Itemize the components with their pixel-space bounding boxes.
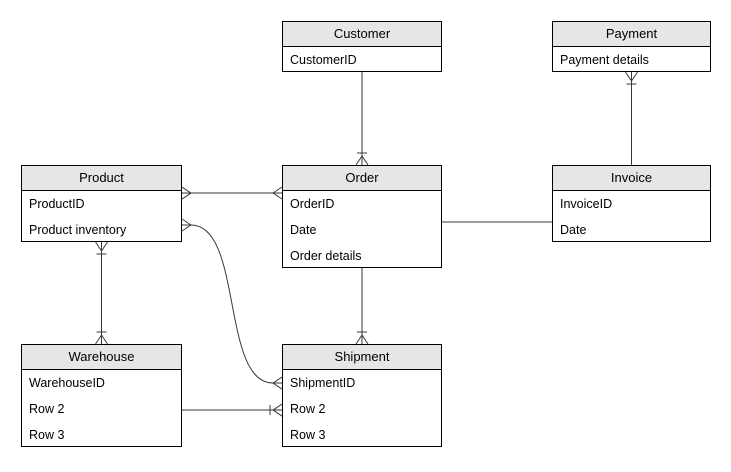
entity-row-order-2[interactable]: Order details [290,249,362,263]
entity-title-payment[interactable]: Payment [553,22,710,47]
edge-invoice-payment[interactable] [625,71,638,165]
entity-row-shipment-1[interactable]: Row 2 [290,402,326,416]
entity-row-shipment-2[interactable]: Row 3 [290,428,326,442]
entity-title-shipment[interactable]: Shipment [283,345,441,370]
entity-row-warehouse-1[interactable]: Row 2 [29,402,65,416]
edge-customer-order[interactable] [355,72,369,166]
edge-order-shipment[interactable] [355,268,369,345]
entity-title-warehouse[interactable]: Warehouse [22,345,181,370]
entity-row-customer-0[interactable]: CustomerID [290,53,357,67]
entity-row-warehouse-0[interactable]: WarehouseID [29,376,105,390]
edge-product-warehouse[interactable] [95,241,108,345]
entity-row-order-1[interactable]: Date [290,223,317,237]
edge-product-shipment[interactable] [181,218,283,390]
entity-row-payment-0[interactable]: Payment details [560,53,649,67]
entity-row-product-0[interactable]: ProductID [29,197,85,211]
entity-row-product-1[interactable]: Product inventory [29,223,127,237]
entity-row-order-0[interactable]: OrderID [290,197,335,211]
entity-row-invoice-0[interactable]: InvoiceID [560,197,613,211]
entity-title-invoice[interactable]: Invoice [553,166,710,191]
edge-warehouse-shipment[interactable] [182,403,283,417]
entity-title-order[interactable]: Order [283,166,441,191]
entity-title-customer[interactable]: Customer [283,22,441,47]
entity-title-product[interactable]: Product [22,166,181,191]
entity-row-warehouse-2[interactable]: Row 3 [29,428,65,442]
edge-product-order[interactable] [181,186,283,200]
entity-row-invoice-1[interactable]: Date [560,223,587,237]
entity-row-shipment-0[interactable]: ShipmentID [290,376,356,390]
